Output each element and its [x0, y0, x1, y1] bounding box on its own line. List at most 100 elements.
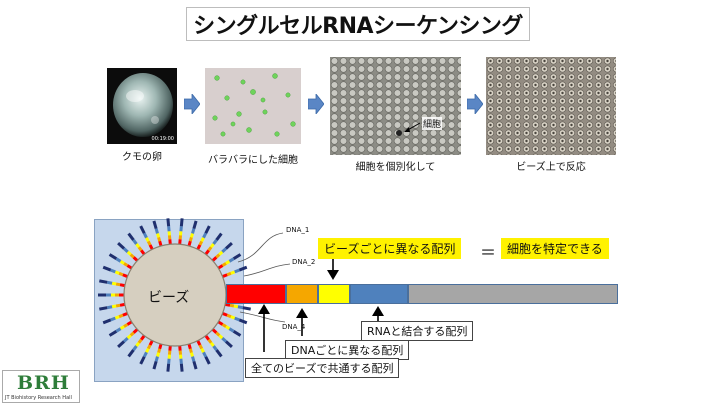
oligo-strand [189, 233, 194, 238]
oligo-strand [157, 236, 162, 242]
oligo-strand [215, 331, 221, 337]
segment-bead-specific-sequence [318, 284, 350, 304]
oligo-strand [132, 345, 138, 351]
oligo-strand [166, 218, 171, 227]
oligo-strand [192, 360, 198, 370]
oligo-strand [222, 312, 228, 317]
oligo-strand [117, 340, 126, 348]
oligo-strand [157, 348, 162, 354]
oligo-strand [126, 250, 132, 256]
cell-annotation: 細胞 [422, 117, 443, 130]
oligo-strand [158, 343, 163, 350]
oligo-strand [202, 232, 208, 239]
oligo-strand [212, 345, 218, 351]
oligo-strand [154, 356, 159, 362]
oligo-strand [211, 328, 218, 334]
oligo-strand [102, 265, 112, 272]
caption-beads-reaction: ビーズ上で反応 [516, 162, 586, 173]
oligo-strand [234, 268, 240, 274]
oligo-strand [115, 257, 122, 263]
oligo-strand [189, 352, 194, 357]
oligo-strand [126, 334, 132, 340]
oligo-strand [108, 330, 118, 337]
oligo-strand [221, 247, 228, 253]
oligo-strand [127, 349, 135, 358]
caption-dissociated-cells: バラバラにした細胞 [208, 155, 298, 166]
oligo-strand [209, 341, 215, 347]
oligo-strand [242, 306, 251, 311]
segment-dna-specific-sequence [286, 284, 318, 304]
oligo-strand [229, 303, 235, 308]
oligo-strand [230, 315, 236, 320]
dna-specific-label: DNAごとに異なる配列 [285, 340, 410, 360]
oligo-strand [158, 240, 163, 247]
oligo-strand [135, 243, 141, 249]
bead-specific-label: ビーズごとに異なる配列 [318, 238, 462, 259]
oligo-strand [119, 302, 126, 307]
oligo-strand [204, 334, 210, 341]
oligo-strand [154, 228, 159, 234]
arrow-right-icon [308, 94, 324, 114]
oligo-strand [115, 327, 122, 333]
oligo-strand [148, 244, 154, 251]
oligo-strand [188, 236, 193, 242]
segment-rna-binding-sequence [350, 284, 408, 304]
oligo-strand [123, 323, 129, 328]
logo-text: JT Biohistory Research Hall [5, 395, 72, 401]
oligo-strand [238, 265, 248, 272]
oligo-strand [202, 351, 208, 358]
oligo-strand [140, 334, 146, 341]
dna-label-1: DNA_1 [286, 226, 310, 234]
oligo-strand [211, 256, 218, 262]
oligo-strand [196, 244, 202, 251]
oligo-strand [148, 339, 154, 346]
oligo-strand [108, 253, 118, 260]
oligo-strand [102, 318, 112, 325]
oligo-strand [114, 315, 120, 320]
oligo-strand [192, 220, 198, 230]
oligo-strand [198, 240, 204, 246]
oligo-strand [122, 312, 128, 317]
oligo-strand [221, 337, 228, 343]
bead-label: ビーズ [148, 290, 190, 306]
oligo-strand [226, 271, 232, 277]
oligo-strand [166, 363, 171, 372]
oligo-strand [110, 316, 116, 322]
dna-label-2: DNA_2 [292, 258, 316, 266]
oligo-strand [187, 240, 192, 247]
oligo-strand [212, 239, 218, 245]
oligo-strand [139, 225, 146, 234]
common-sequence-label: 全てのビーズで共通する配列 [245, 358, 400, 378]
oligo-strand [117, 242, 126, 250]
oligo-strand [129, 253, 135, 259]
oligo-strand [135, 341, 141, 347]
oligo-strand [111, 281, 117, 286]
oligo-strand [156, 352, 161, 357]
oligo-strand [111, 304, 117, 309]
beads-reaction-photo [486, 57, 616, 155]
oligo-strand [119, 260, 125, 265]
page-title: シングルセルRNAシーケンシング [186, 7, 530, 41]
oligo-strand [142, 232, 148, 239]
oligo-strand [217, 320, 224, 326]
oligo-strand [146, 344, 152, 350]
oligo-strand [237, 305, 244, 310]
oligo-strand [224, 302, 231, 307]
oligo-strand [110, 268, 116, 274]
oligo-strand [191, 228, 196, 234]
oligo-strand [209, 243, 215, 249]
oligo-strand [119, 325, 125, 330]
oligo-strand [221, 262, 227, 267]
oligo-strand [204, 225, 211, 234]
oligo-strand [139, 356, 146, 365]
oligo-strand [140, 249, 146, 256]
oligo-strand [126, 320, 133, 326]
oligo-strand [152, 360, 158, 370]
oligo-strand [132, 239, 138, 245]
oligo-strand [207, 246, 213, 252]
oligo-strand [122, 273, 128, 278]
cell-identification-label: 細胞を特定できる [501, 238, 609, 259]
microwell-photo: 細胞 [330, 57, 461, 155]
oligo-strand [200, 348, 205, 353]
oligo-strand [127, 232, 135, 241]
